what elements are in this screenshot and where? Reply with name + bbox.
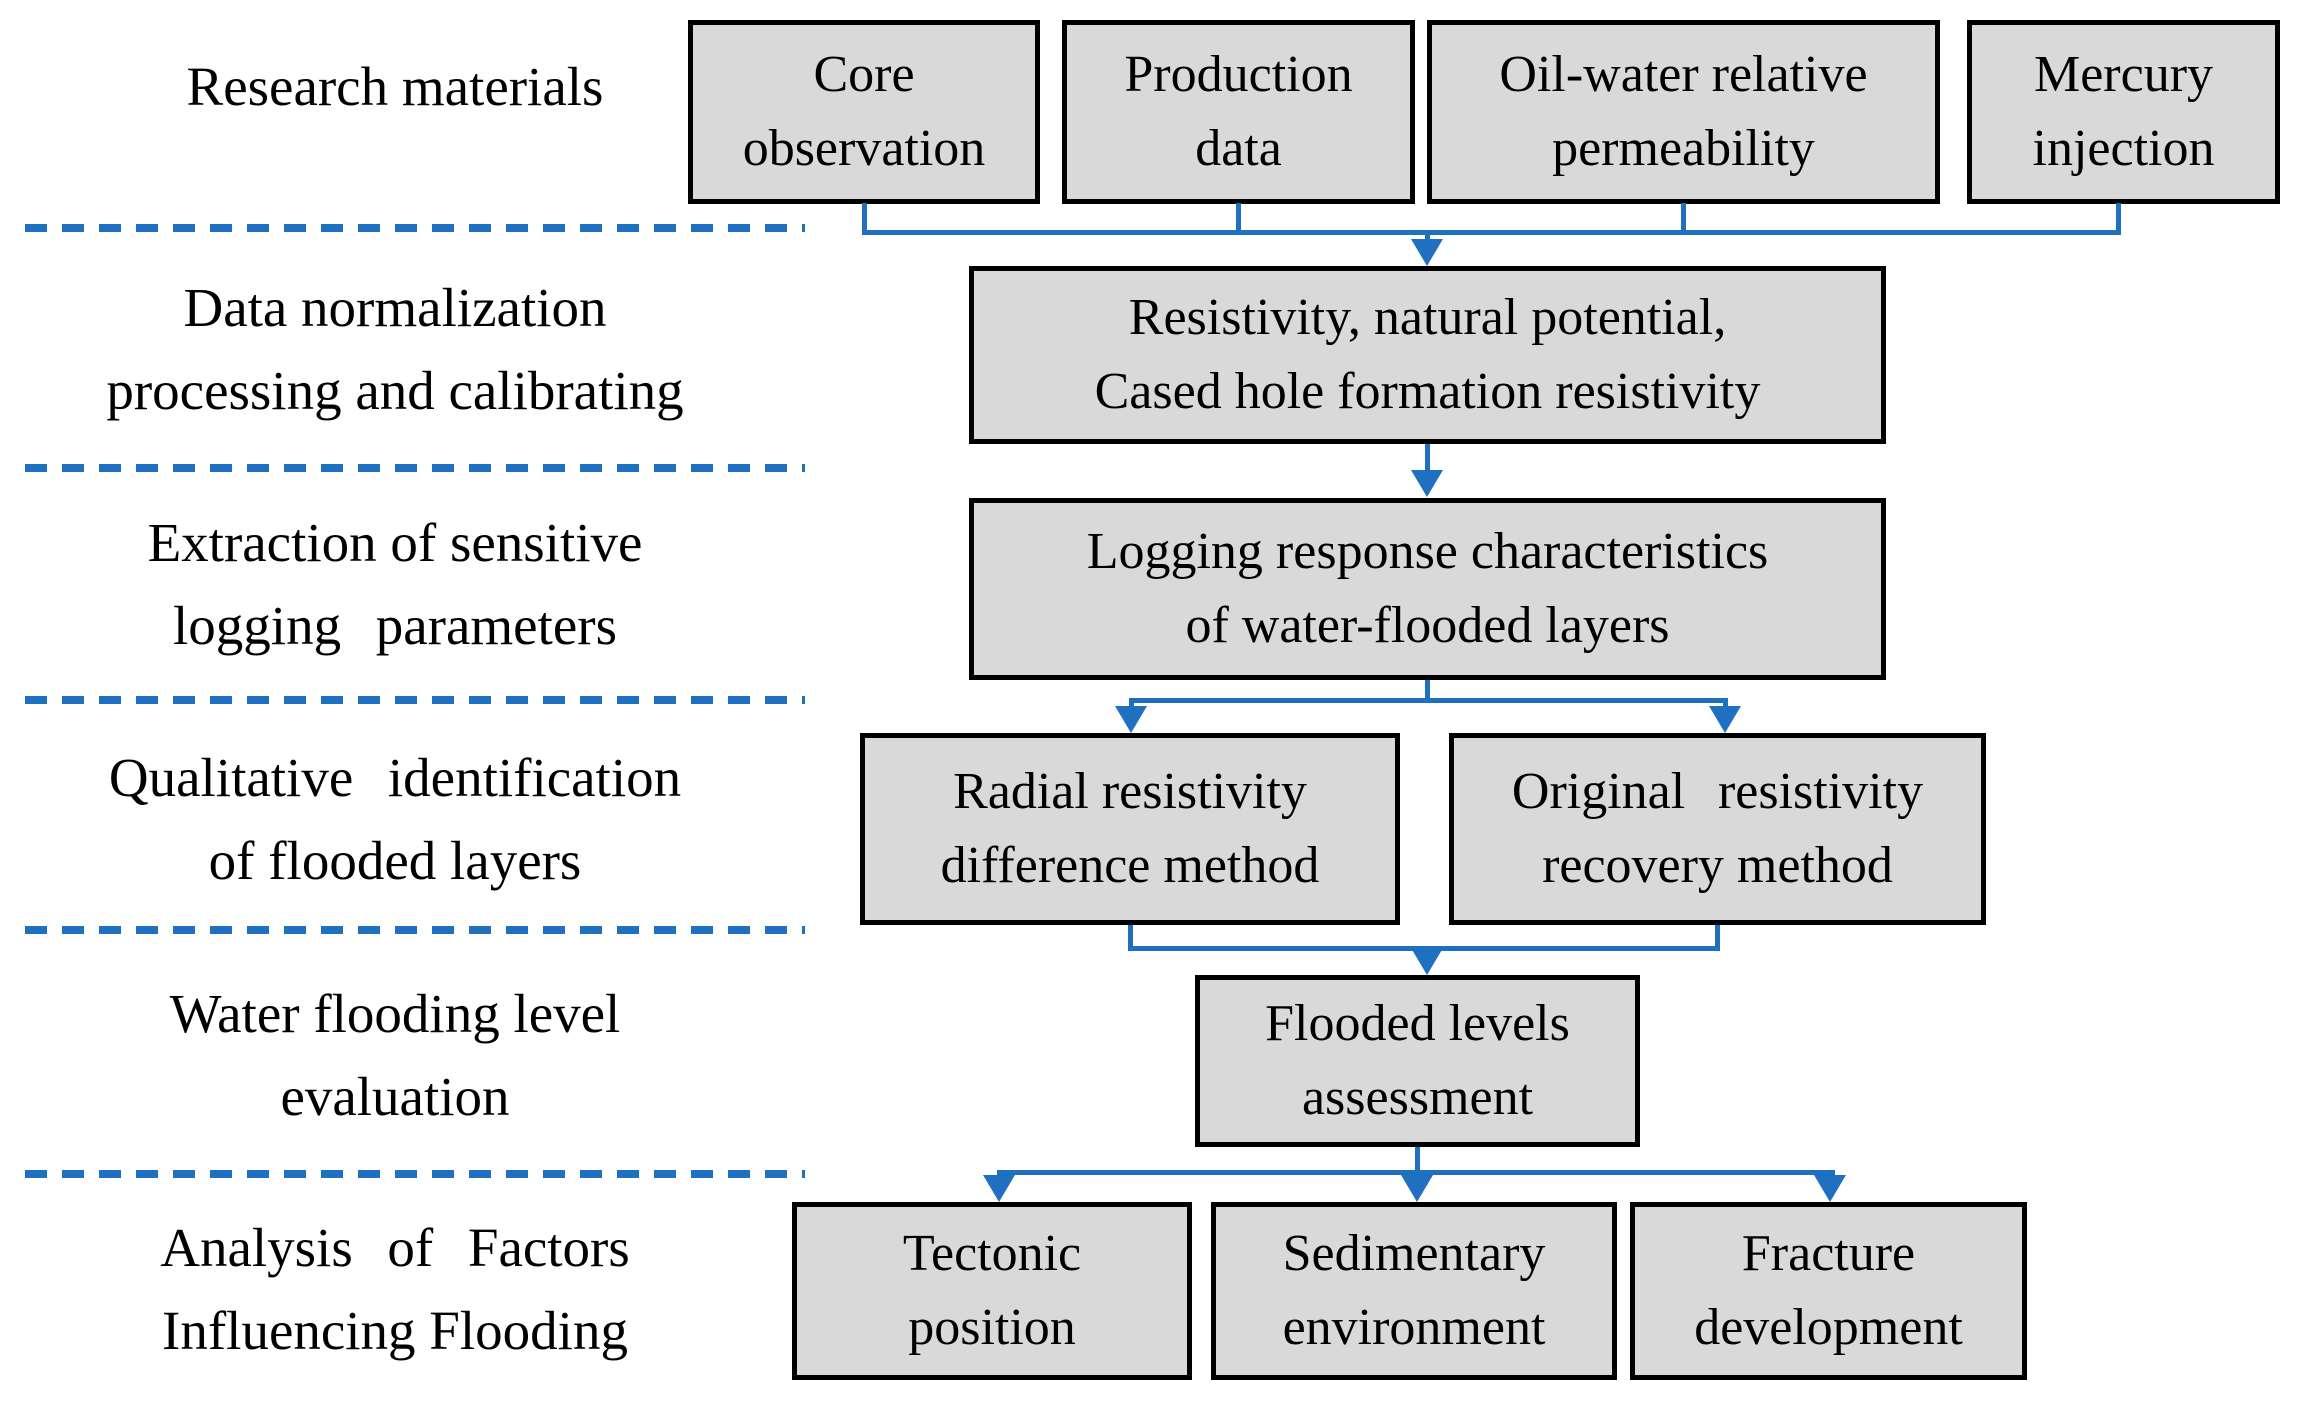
stage-label-line: of flooded layers bbox=[208, 829, 582, 891]
box-text-line: Fracture bbox=[1741, 1225, 1916, 1283]
box-text-line: position bbox=[908, 1299, 1076, 1356]
box-text-line: data bbox=[1195, 120, 1282, 177]
box-resistivity-logs: Resistivity, natural potential, Cased ho… bbox=[969, 266, 1886, 444]
box-text-line: Tectonic bbox=[902, 1225, 1082, 1283]
connector-stem bbox=[1425, 680, 1430, 703]
arrow-down-icon bbox=[1709, 706, 1741, 733]
connector-stem bbox=[1425, 444, 1430, 474]
stage-label-line: evaluation bbox=[280, 1065, 510, 1127]
connector-stub bbox=[1715, 925, 1720, 951]
box-text-line: assessment bbox=[1301, 1069, 1534, 1126]
box-radial-resistivity-method: Radial resistivity difference method bbox=[860, 733, 1400, 925]
stage-label-extraction: Extraction of sensitive logging paramete… bbox=[0, 502, 790, 667]
box-text-line: permeability bbox=[1552, 120, 1815, 177]
stage-label-line: Extraction of sensitive bbox=[147, 512, 643, 573]
arrow-down-icon bbox=[1401, 1175, 1433, 1202]
stage-label-data-normalization: Data normalization processing and calibr… bbox=[0, 267, 790, 432]
arrow-down-icon bbox=[1411, 239, 1443, 266]
box-text-line: observation bbox=[742, 120, 986, 177]
arrow-down-icon bbox=[1814, 1175, 1846, 1202]
box-text-line: Cased hole formation resistivity bbox=[1094, 363, 1761, 420]
dashed-separator-1 bbox=[25, 224, 805, 232]
stage-label-line: Qualitative identification bbox=[108, 747, 682, 808]
connector-bus bbox=[1129, 698, 1728, 703]
connector-stem bbox=[1425, 230, 1430, 244]
box-oil-water-permeability: Oil-water relative permeability bbox=[1427, 20, 1940, 204]
connector-stub bbox=[2116, 203, 2121, 235]
connector-stem bbox=[1723, 698, 1728, 710]
connector-stem bbox=[1129, 698, 1134, 710]
box-text-line: recovery method bbox=[1542, 837, 1893, 894]
connector-bus bbox=[997, 1170, 1835, 1175]
dashed-separator-5 bbox=[25, 1170, 805, 1178]
stage-label-water-flooding: Water flooding level evaluation bbox=[0, 973, 790, 1138]
box-text-line: Original resistivity bbox=[1511, 763, 1924, 821]
arrow-down-icon bbox=[1411, 470, 1443, 497]
box-flooded-levels-assessment: Flooded levels assessment bbox=[1195, 975, 1640, 1147]
box-text-line: Oil-water relative bbox=[1499, 46, 1868, 104]
stage-label-line: Research materials bbox=[186, 56, 604, 117]
connector-bus bbox=[862, 230, 2121, 235]
box-production-data: Production data bbox=[1062, 20, 1415, 204]
box-text-line: Production bbox=[1124, 46, 1353, 104]
connector-stub bbox=[1236, 203, 1241, 235]
stage-label-line: Influencing Flooding bbox=[162, 1299, 628, 1361]
arrow-down-icon bbox=[1115, 706, 1147, 733]
box-text-line: Resistivity, natural potential, bbox=[1128, 289, 1727, 347]
stage-label-research-materials: Research materials bbox=[0, 46, 790, 129]
box-text-line: development bbox=[1694, 1299, 1963, 1356]
box-fracture-development: Fracture development bbox=[1630, 1202, 2027, 1380]
stage-label-line: Water flooding level bbox=[169, 983, 621, 1044]
box-text-line: Core bbox=[813, 46, 915, 104]
stage-label-analysis: Analysis of Factors Influencing Flooding bbox=[0, 1207, 790, 1372]
box-text-line: Radial resistivity bbox=[953, 763, 1307, 821]
stage-label-qualitative: Qualitative identification of flooded la… bbox=[0, 737, 790, 902]
stage-label-line: processing and calibrating bbox=[106, 359, 684, 421]
stage-label-line: Analysis of Factors bbox=[160, 1217, 630, 1278]
box-text-line: Sedimentary bbox=[1282, 1225, 1546, 1283]
box-text-line: environment bbox=[1282, 1299, 1546, 1356]
dashed-separator-3 bbox=[25, 696, 805, 704]
connector-stub bbox=[1128, 925, 1133, 951]
arrow-down-icon bbox=[1411, 948, 1443, 975]
box-text-line: difference method bbox=[940, 837, 1320, 894]
box-mercury-injection: Mercury injection bbox=[1967, 20, 2280, 204]
stage-label-line: logging parameters bbox=[173, 594, 617, 656]
connector-stub bbox=[862, 203, 867, 235]
box-text-line: Flooded levels bbox=[1265, 995, 1570, 1053]
connector-stem bbox=[1415, 1147, 1420, 1177]
stage-label-line: Data normalization bbox=[183, 277, 607, 338]
box-sedimentary-environment: Sedimentary environment bbox=[1211, 1202, 1617, 1380]
box-text-line: Mercury bbox=[2033, 46, 2214, 104]
arrow-down-icon bbox=[983, 1175, 1015, 1202]
box-text-line: Logging response characteristics bbox=[1086, 523, 1769, 581]
box-logging-response: Logging response characteristics of wate… bbox=[969, 498, 1886, 680]
dashed-separator-2 bbox=[25, 464, 805, 472]
connector-stub bbox=[1681, 203, 1686, 235]
box-original-resistivity-method: Original resistivity recovery method bbox=[1449, 733, 1986, 925]
box-tectonic-position: Tectonic position bbox=[792, 1202, 1192, 1380]
box-text-line: of water-flooded layers bbox=[1185, 597, 1670, 654]
box-text-line: injection bbox=[2032, 120, 2215, 177]
box-core-observation: Core observation bbox=[688, 20, 1040, 204]
dashed-separator-4 bbox=[25, 926, 805, 934]
